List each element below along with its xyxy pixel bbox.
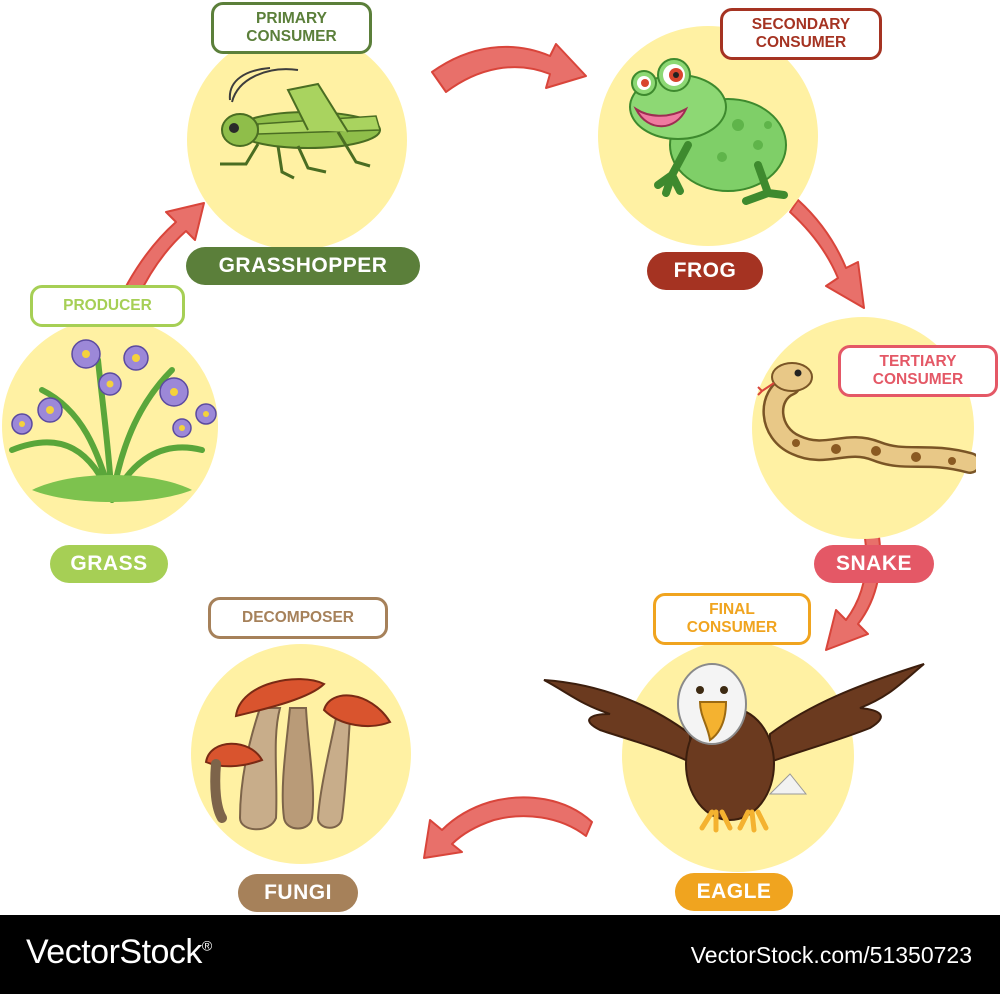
- frog-illustration: [629, 58, 788, 205]
- snake-name-text: SNAKE: [835, 552, 912, 575]
- fungi-role-text: DECOMPOSER: [242, 609, 354, 626]
- eagle-name-label: EAGLE: [675, 873, 793, 911]
- footer-trademark: ®: [201, 937, 212, 954]
- grasshopper-role-label: PRIMARY CONSUMER: [211, 2, 372, 54]
- footer-reference: VectorStock.com/51350723: [690, 942, 972, 968]
- snake-role-label: TERTIARY CONSUMER: [838, 345, 998, 397]
- arrow-grasshopper-to-frog: [431, 43, 587, 93]
- eagle-name-text: EAGLE: [696, 880, 772, 903]
- snake-illustration: [757, 362, 976, 474]
- fungi-name-text: FUNGI: [264, 881, 332, 904]
- arrow-frog-to-snake: [789, 199, 865, 309]
- snake-name-label: SNAKE: [814, 545, 934, 583]
- grass-name-label: GRASS: [50, 545, 168, 583]
- frog-name-text: FROG: [673, 259, 737, 282]
- eagle-role-text: FINAL CONSUMER: [686, 601, 778, 636]
- fungi-illustration: [204, 678, 392, 831]
- grass-illustration: [9, 339, 217, 503]
- footer-brand: VectorStock®: [26, 933, 212, 972]
- eagle-illustration: [543, 663, 925, 833]
- fungi-role-label: DECOMPOSER: [208, 597, 388, 639]
- arrow-grass-to-grasshopper: [123, 202, 205, 298]
- grasshopper-illustration: [220, 67, 381, 180]
- grasshopper-role-text: PRIMARY CONSUMER: [246, 10, 337, 45]
- footer-bar: VectorStock® VectorStock.com/51350723: [0, 915, 1000, 994]
- food-chain-diagram: PRIMARY CONSUMER GRASSHOPPER SECONDARY C…: [2, 2, 998, 912]
- eagle-role-label: FINAL CONSUMER: [653, 593, 811, 645]
- frog-name-label: FROG: [647, 252, 763, 290]
- grass-role-label: PRODUCER: [30, 285, 185, 327]
- grass-role-text: PRODUCER: [63, 297, 152, 314]
- frog-role-text: SECONDARY CONSUMER: [751, 16, 851, 51]
- arrow-eagle-to-fungi: [423, 796, 593, 859]
- footer-brand-text: VectorStock: [26, 933, 202, 971]
- grasshopper-name-text: GRASSHOPPER: [218, 254, 388, 277]
- arrows-layer: [123, 43, 882, 859]
- frog-role-label: SECONDARY CONSUMER: [720, 8, 882, 60]
- grasshopper-name-label: GRASSHOPPER: [186, 247, 420, 285]
- fungi-name-label: FUNGI: [238, 874, 358, 912]
- grass-name-text: GRASS: [70, 552, 148, 575]
- snake-role-text: TERTIARY CONSUMER: [872, 353, 964, 388]
